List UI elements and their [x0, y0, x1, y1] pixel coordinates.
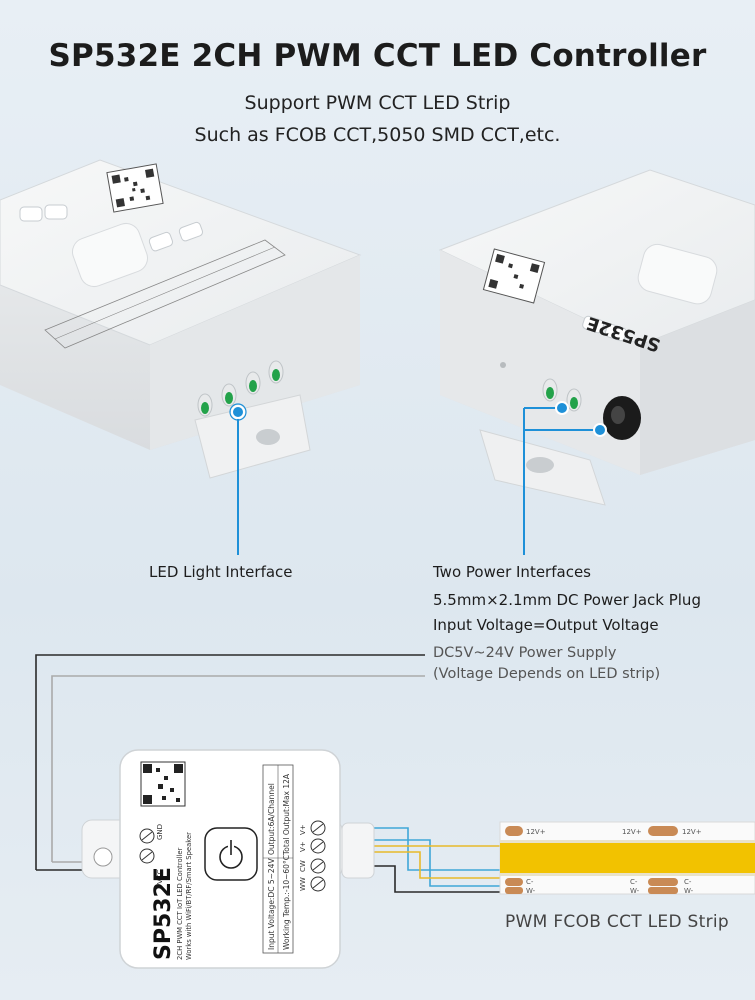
callout-led-interface: LED Light Interface — [149, 563, 293, 581]
strip-pad-c-a: C- — [526, 878, 534, 886]
strip-pad-w-a: W- — [526, 887, 536, 895]
terminal-label-3: WW — [299, 877, 307, 891]
strip-label: PWM FCOB CCT LED Strip — [505, 912, 730, 932]
strip-pad-12v-c: 12V+ — [682, 828, 702, 836]
strip-pad-12v-b: 12V+ — [622, 828, 642, 836]
device-desc-2: Works with WiFi/BT/RF/Smart Speaker — [185, 832, 193, 960]
spec-output: Output:6A/Channel — [267, 783, 276, 855]
terminal-label-0: V+ — [299, 824, 307, 835]
callout-dc-jack: 5.5mm×2.1mm DC Power Jack Plug — [433, 591, 701, 609]
gnd-label: GND — [156, 824, 164, 840]
callout-power-supply: DC5V~24V Power Supply — [433, 645, 617, 661]
front-controller: Input Voltage:DC 5~24V Working Temp.:-10… — [81, 749, 375, 969]
callout-lines — [229, 401, 607, 555]
page-title: SP532E 2CH PWM CCT LED Controller — [48, 38, 707, 74]
left-controller-3d — [0, 159, 362, 479]
vcc-label: VCC — [156, 869, 164, 884]
subtitle-line-2: Such as FCOB CCT,5050 SMD CCT,etc. — [194, 124, 561, 146]
strip-pad-c-c: C- — [684, 878, 692, 886]
led-strip: 12V+ 12V+ 12V+ C- W- C- W- C- W- — [499, 821, 755, 895]
spec-input: Input Voltage:DC 5~24V — [267, 858, 276, 950]
spec-total: Total Output:Max 12A — [282, 773, 291, 856]
device-desc-1: 2CH PWM CCT IoT LED Controller — [176, 847, 184, 960]
strip-pad-w-c: W- — [684, 887, 694, 895]
terminal-label-2: CW — [299, 860, 307, 872]
right-controller-3d: SP532E — [438, 169, 755, 506]
callout-power-interfaces: Two Power Interfaces — [433, 563, 591, 581]
callout-voltage-note: (Voltage Depends on LED strip) — [433, 666, 661, 682]
callout-input-output: Input Voltage=Output Voltage — [433, 616, 659, 634]
front-model-text: SP532E — [151, 867, 176, 960]
spec-temp: Working Temp.:-10~60°C — [282, 855, 291, 950]
strip-pad-12v-a: 12V+ — [526, 828, 546, 836]
led-terminals — [197, 360, 284, 417]
strip-pad-w-b: W- — [630, 887, 640, 895]
terminal-label-1: V+ — [299, 841, 307, 852]
subtitle-line-1: Support PWM CCT LED Strip — [244, 92, 511, 114]
strip-pad-c-b: C- — [630, 878, 638, 886]
